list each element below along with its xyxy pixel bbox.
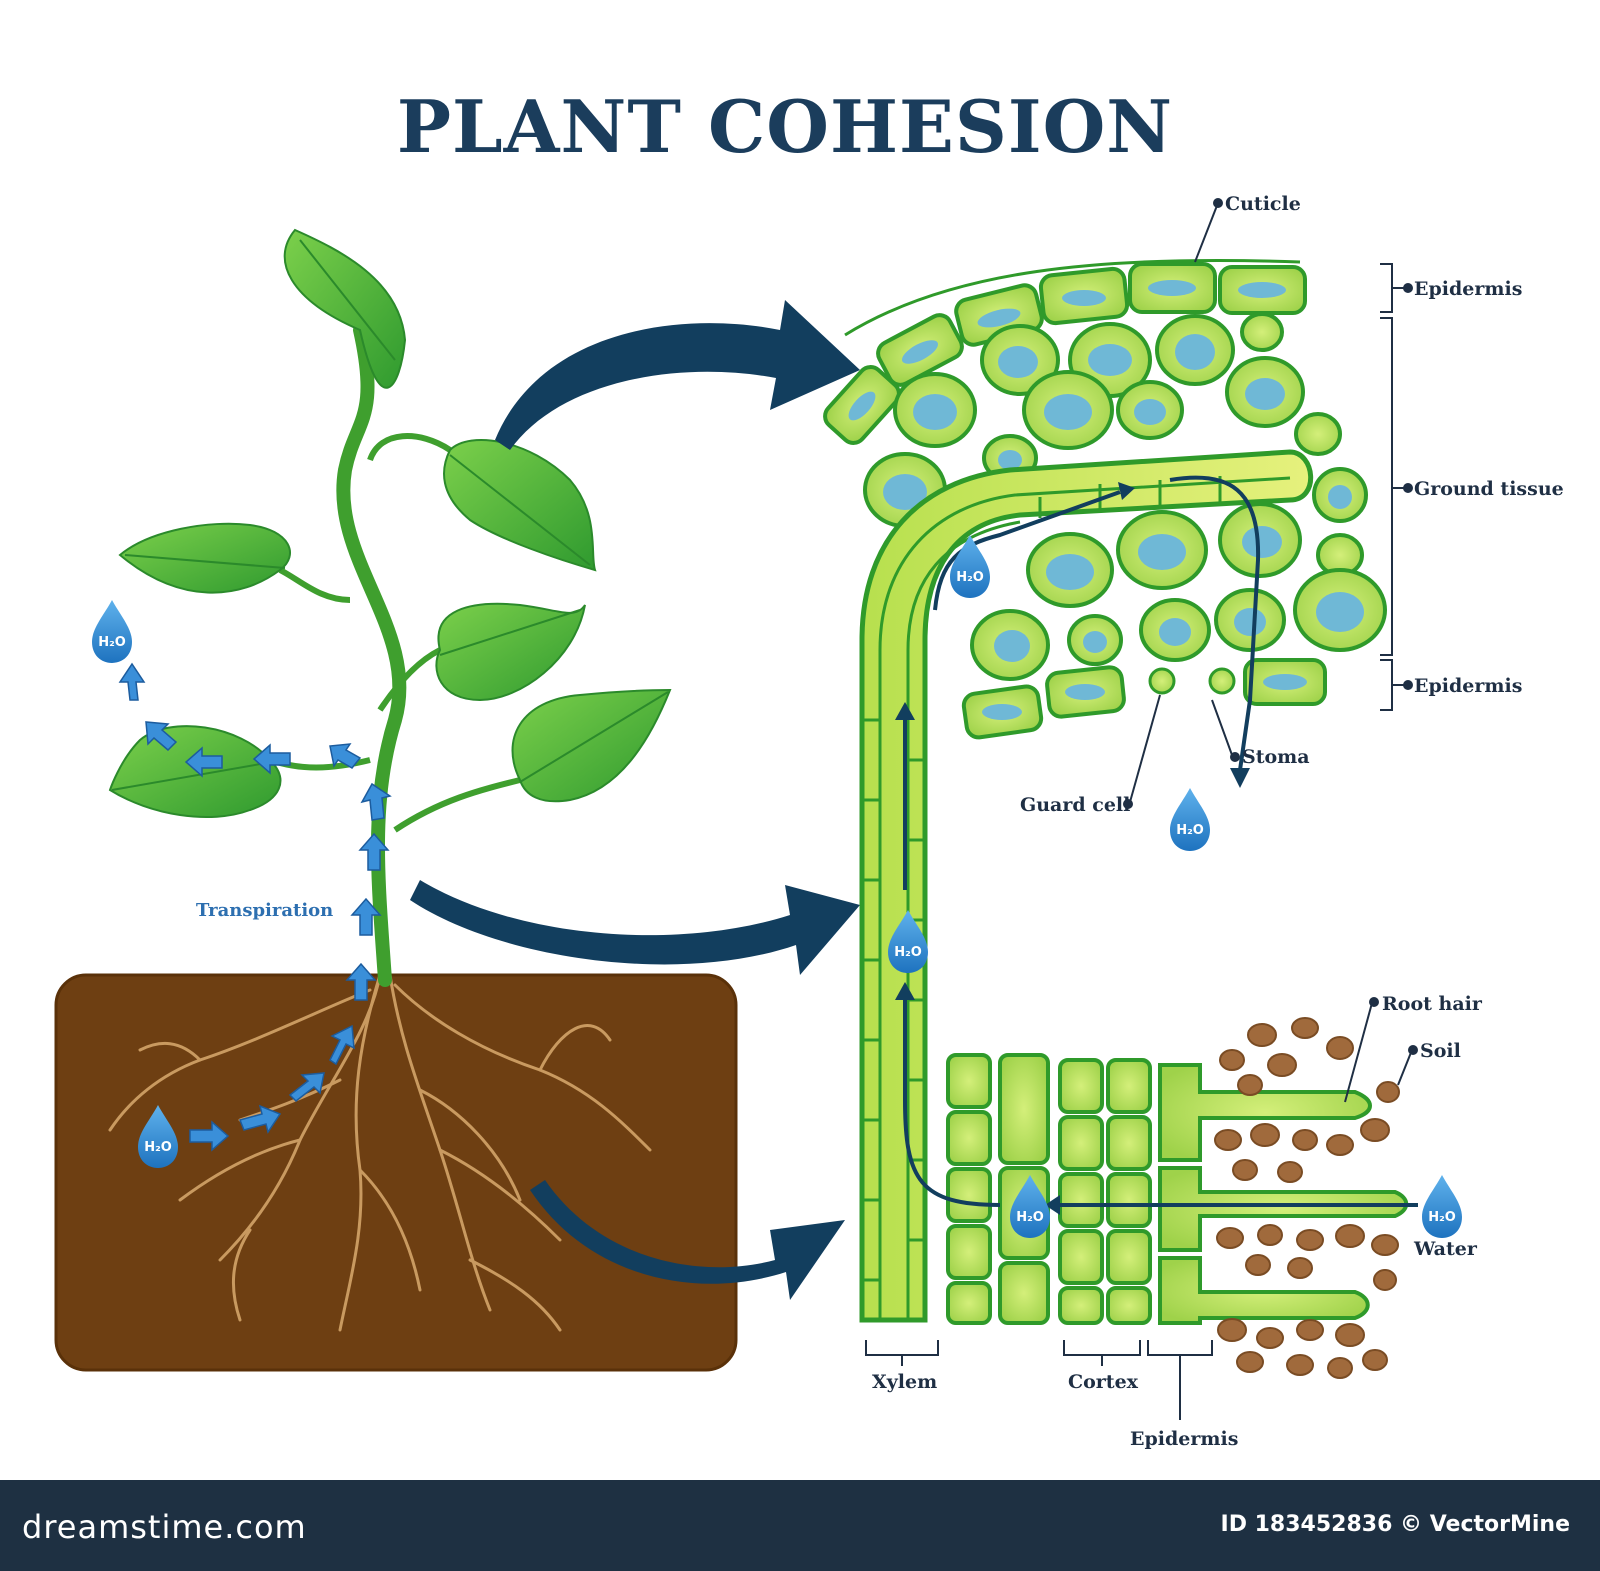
- water-drop-top-left: H₂O: [92, 600, 132, 663]
- svg-text:H₂O: H₂O: [144, 1140, 172, 1155]
- plant-stem: [336, 323, 407, 987]
- water-drop-soil-right: H₂O: [1422, 1175, 1462, 1238]
- footer-brand: dreamstime.com: [22, 1508, 307, 1546]
- plant-roots: [108, 973, 652, 1332]
- svg-text:H₂O: H₂O: [956, 570, 984, 585]
- water-drop-xylem: H₂O: [888, 910, 928, 973]
- label-transpiration: Transpiration: [196, 900, 333, 921]
- svg-text:H₂O: H₂O: [1016, 1210, 1044, 1225]
- water-drop-leaf: H₂O: [950, 535, 990, 598]
- xylem-vessel: [859, 449, 1314, 1323]
- label-soil: Soil: [1420, 1040, 1461, 1062]
- water-flow-arrows: [903, 475, 1418, 1207]
- water-drop-soil: H₂O: [138, 1105, 178, 1168]
- guard-cell: [1148, 667, 1176, 695]
- root-epidermis: [1158, 1063, 1409, 1325]
- label-leaders: [865, 198, 1418, 1420]
- water-drop-stoma: H₂O: [1170, 788, 1210, 851]
- label-cuticle: Cuticle: [1225, 193, 1301, 215]
- label-xylem: Xylem: [872, 1371, 937, 1393]
- soil-particles: [1214, 1017, 1400, 1379]
- label-water: Water: [1413, 1238, 1478, 1260]
- footer-credit: ID 183452836 © VectorMine: [1220, 1512, 1570, 1537]
- soil-block: [56, 975, 736, 1370]
- footer-bar: [0, 1480, 1600, 1571]
- svg-text:H₂O: H₂O: [1428, 1210, 1456, 1225]
- plant-cohesion-diagram: PLANT COHESION: [54, 84, 1564, 1450]
- ground-tissue-vacuoles: [883, 334, 1364, 662]
- label-stoma: Stoma: [1242, 746, 1310, 768]
- water-flow-arrowheads: [895, 482, 1250, 1215]
- label-epidermis-root: Epidermis: [1130, 1428, 1238, 1450]
- plant-leaves: [108, 228, 672, 819]
- water-drop-cortex: H₂O: [1010, 1175, 1050, 1238]
- label-epidermis-bottom: Epidermis: [1414, 675, 1522, 697]
- label-root-hair: Root hair: [1382, 993, 1483, 1015]
- svg-text:H₂O: H₂O: [98, 635, 126, 650]
- label-cortex: Cortex: [1068, 1371, 1139, 1393]
- svg-text:H₂O: H₂O: [894, 945, 922, 960]
- page-title: PLANT COHESION: [397, 84, 1173, 169]
- label-guard-cell: Guard cell: [1020, 794, 1130, 816]
- label-ground-tissue: Ground tissue: [1414, 478, 1564, 500]
- root-cortex-cells: [946, 1053, 1152, 1325]
- svg-text:H₂O: H₂O: [1176, 823, 1204, 838]
- connector-arrows: [410, 300, 860, 1300]
- label-epidermis-top: Epidermis: [1414, 278, 1522, 300]
- lower-epidermis: [961, 658, 1327, 740]
- transpiration-arrows: [118, 662, 392, 1152]
